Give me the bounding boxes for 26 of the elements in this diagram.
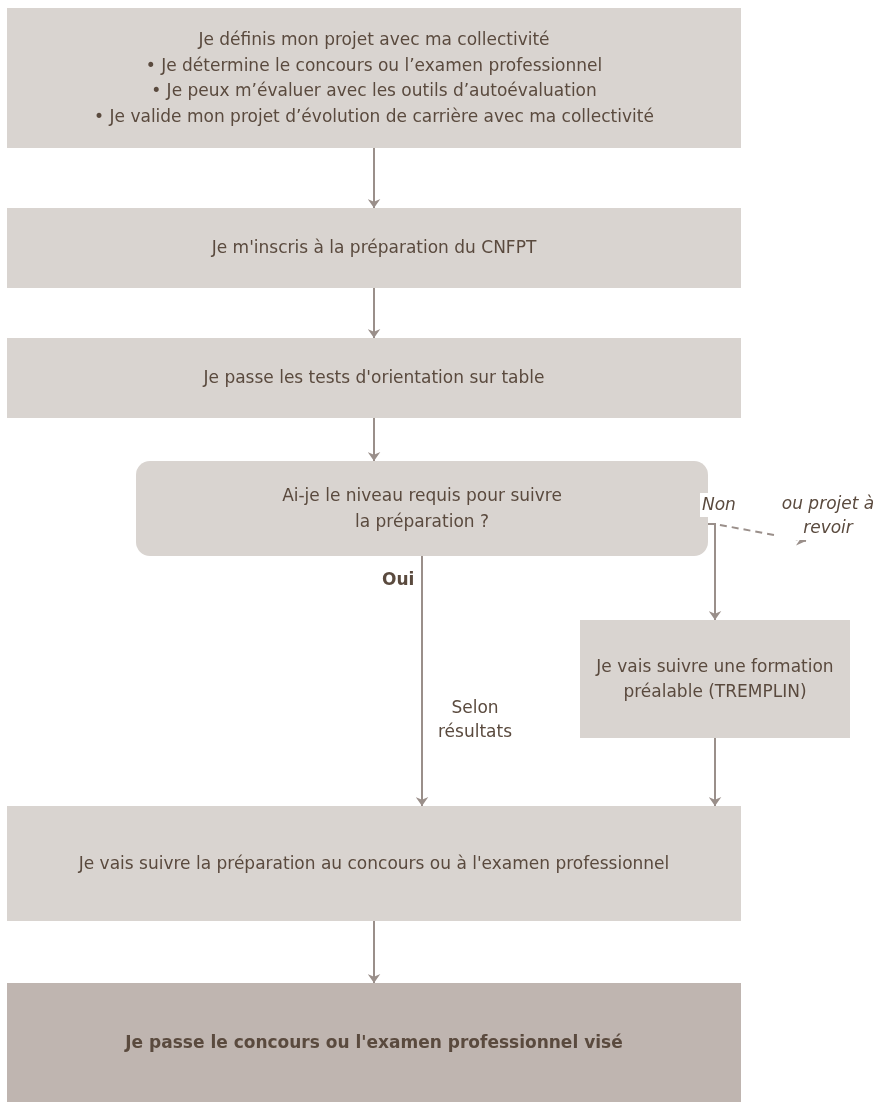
arrow — [415, 555, 429, 807]
note-text: Selon résultats — [436, 696, 513, 743]
box-text: Je définis mon projet avec ma collectivité — [198, 28, 550, 51]
process-box — [7, 8, 741, 148]
box-text: Ai-je le niveau requis pour suivre la préparation ? — [281, 484, 563, 533]
process-box — [7, 208, 741, 288]
box-text: Je passe les tests d'orientation sur table — [203, 366, 545, 390]
box-text: • Je détermine le concours ou l’examen professionnel — [145, 53, 603, 77]
process-box — [7, 983, 741, 1102]
arrow — [367, 920, 381, 984]
dashed-arrow — [707, 523, 807, 546]
box-text: Je vais suivre une formation préalable (TREMPLIN) — [596, 654, 834, 703]
arrow — [367, 287, 381, 339]
box-text: Je m'inscris à la préparation du CNFPT — [211, 236, 537, 260]
box-text: Je passe le concours ou l'examen professionnel visé — [125, 1030, 623, 1054]
arrow — [367, 147, 381, 209]
arrow — [367, 417, 381, 462]
box-text: • Je valide mon projet d’évolution de carrière avec ma collectivité — [94, 104, 654, 128]
box-text: • Je peux m’évaluer avec les outils d’autoévaluation — [151, 79, 597, 102]
process-box — [580, 620, 850, 738]
box-text: Je vais suivre la préparation au concours ou à l'examen professionnel — [78, 851, 670, 875]
process-box — [7, 338, 741, 418]
edge-label: Non — [700, 493, 738, 517]
arrow — [708, 737, 722, 807]
arrow — [707, 523, 722, 621]
process-box — [7, 806, 741, 921]
